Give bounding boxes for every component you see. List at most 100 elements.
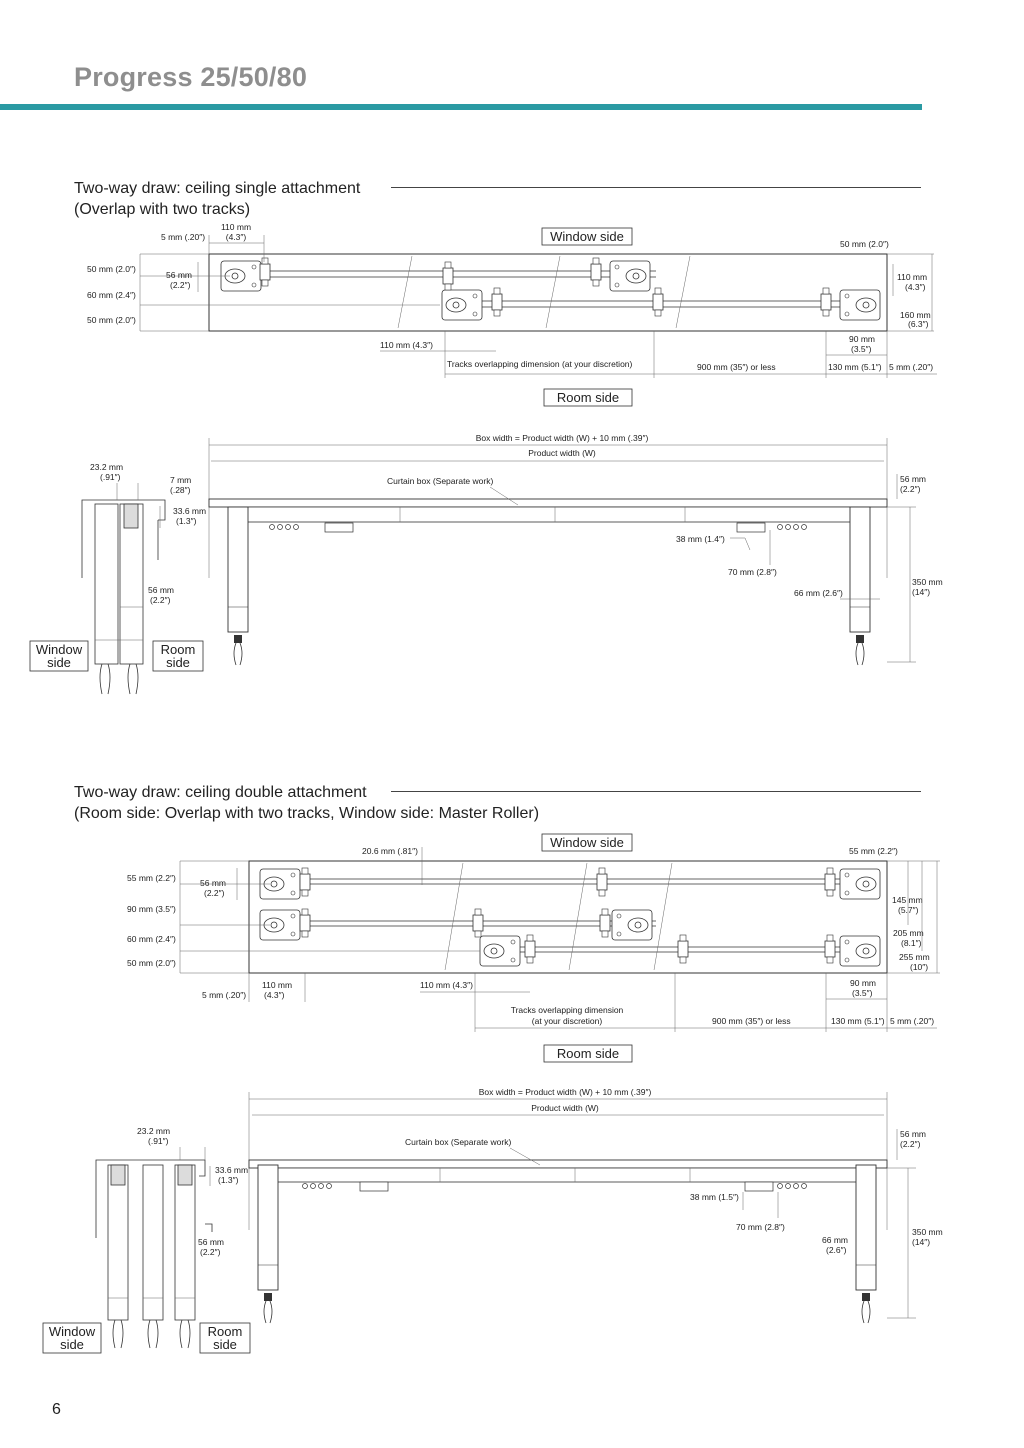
svg-text:5 mm (.20″): 5 mm (.20″) [889,362,933,372]
svg-text:55 mm (2.2″): 55 mm (2.2″) [849,846,898,856]
svg-text:(4.3″): (4.3″) [264,990,285,1000]
svg-text:(14″): (14″) [912,587,930,597]
svg-text:900 mm (35″) or less: 900 mm (35″) or less [712,1016,791,1026]
svg-text:110 mm (4.3″): 110 mm (4.3″) [380,340,433,350]
room-side-box-2: Room side [199,1322,251,1354]
svg-text:(5.7″): (5.7″) [898,905,919,915]
svg-text:38 mm (1.4″): 38 mm (1.4″) [676,534,725,544]
svg-text:(.28″): (.28″) [170,485,191,495]
svg-text:Tracks overlapping dimension: Tracks overlapping dimension [511,1005,624,1015]
svg-text:110 mm: 110 mm [262,980,292,990]
svg-text:(10″): (10″) [910,962,928,972]
svg-text:205 mm: 205 mm [893,928,924,938]
svg-text:Curtain box (Separate work): Curtain box (Separate work) [405,1137,511,1147]
svg-text:56 mm: 56 mm [166,270,192,280]
svg-text:(3.5″): (3.5″) [851,344,872,354]
svg-text:23.2 mm: 23.2 mm [90,462,123,472]
svg-text:255 mm: 255 mm [899,952,930,962]
svg-text:(2.2″): (2.2″) [200,1247,221,1257]
curtain-box-outline-2 [248,860,888,974]
room-side-box: Room side [152,640,204,672]
svg-text:(8.1″): (8.1″) [901,938,922,948]
svg-text:Window side: Window side [550,229,624,244]
section-1-top-view: Window side Room side 5 mm (.20″) 110 mm… [87,222,937,407]
window-side-label: Window side [541,227,633,246]
svg-text:60 mm (2.4″): 60 mm (2.4″) [87,290,136,300]
svg-text:350 mm: 350 mm [912,1227,943,1237]
svg-text:Box width = Product width (W): Box width = Product width (W) + 10 mm (.… [479,1087,652,1097]
svg-text:Product width (W): Product width (W) [528,448,596,458]
svg-text:(2.2″): (2.2″) [170,280,191,290]
svg-text:(.91″): (.91″) [100,472,121,482]
svg-text:90 mm: 90 mm [850,978,876,988]
svg-text:(2.2″): (2.2″) [150,595,171,605]
svg-text:160 mm: 160 mm [900,310,931,320]
svg-text:Box width = Product width (W): Box width = Product width (W) + 10 mm (.… [476,433,649,443]
header-rule [0,104,922,110]
svg-text:66 mm (2.6″): 66 mm (2.6″) [794,588,843,598]
svg-text:60 mm (2.4″): 60 mm (2.4″) [127,934,176,944]
svg-text:145 mm: 145 mm [892,895,923,905]
svg-text:5 mm (.20″): 5 mm (.20″) [161,232,205,242]
svg-text:Window: Window [49,1324,96,1339]
section-1-rule [391,187,921,188]
window-side-label-2: Window side [541,833,633,852]
section-1-title: Two-way draw: ceiling single attachment [74,180,361,197]
curtain-box [208,498,888,508]
section-1-subtitle: (Overlap with two tracks) [74,201,251,218]
svg-text:50 mm (2.0″): 50 mm (2.0″) [840,239,889,249]
svg-text:110 mm: 110 mm [221,222,251,232]
window-side-box: Window side [29,640,89,672]
section-2-top-view: Window side Room side 20.6 mm (.81″) 55 … [127,833,940,1063]
svg-text:7 mm: 7 mm [170,475,191,485]
svg-text:side: side [60,1337,84,1352]
svg-text:50 mm (2.0″): 50 mm (2.0″) [127,958,176,968]
svg-text:90 mm: 90 mm [849,334,875,344]
page-title: Progress 25/50/80 [74,62,308,92]
svg-text:Tracks overlapping dimension (: Tracks overlapping dimension (at your di… [447,359,633,369]
svg-text:Curtain box (Separate work): Curtain box (Separate work) [387,476,493,486]
svg-text:side: side [213,1337,237,1352]
svg-text:50 mm (2.0″): 50 mm (2.0″) [87,264,136,274]
curtain-box-2 [248,1159,888,1169]
section-2-rule [391,791,921,792]
svg-text:56 mm: 56 mm [198,1237,224,1247]
page-number: 6 [52,1401,61,1418]
svg-text:130 mm (5.1″): 130 mm (5.1″) [828,362,882,372]
svg-text:(4.3″): (4.3″) [226,232,247,242]
svg-text:Product width (W): Product width (W) [531,1103,599,1113]
svg-text:(2.2″): (2.2″) [204,888,225,898]
svg-text:23.2 mm: 23.2 mm [137,1126,170,1136]
svg-text:side: side [166,655,190,670]
svg-text:(2.2″): (2.2″) [900,484,921,494]
room-side-label-2: Room side [543,1044,633,1063]
svg-text:70 mm (2.8″): 70 mm (2.8″) [728,567,777,577]
section-2-subtitle: (Room side: Overlap with two tracks, Win… [74,805,540,822]
svg-text:Room: Room [208,1324,243,1339]
svg-text:(2.2″): (2.2″) [900,1139,921,1149]
svg-text:(1.3″): (1.3″) [176,516,197,526]
svg-text:70 mm (2.8″): 70 mm (2.8″) [736,1222,785,1232]
svg-text:(1.3″): (1.3″) [218,1175,239,1185]
svg-text:(6.3″): (6.3″) [908,319,929,329]
svg-text:130 mm (5.1″): 130 mm (5.1″) [831,1016,885,1026]
svg-text:110 mm (4.3″): 110 mm (4.3″) [420,980,473,990]
section-1-front-view: Box width = Product width (W) + 10 mm (.… [29,433,943,695]
svg-text:Room side: Room side [557,1046,619,1061]
svg-text:66 mm: 66 mm [822,1235,848,1245]
svg-text:20.6 mm (.81″): 20.6 mm (.81″) [362,846,418,856]
svg-text:38 mm (1.5″): 38 mm (1.5″) [690,1192,739,1202]
svg-text:side: side [47,655,71,670]
svg-text:90 mm (3.5″): 90 mm (3.5″) [127,904,176,914]
svg-text:56 mm: 56 mm [148,585,174,595]
svg-text:(2.6″): (2.6″) [826,1245,847,1255]
curtain-box-outline [208,253,888,332]
svg-text:33.6 mm: 33.6 mm [173,506,206,516]
svg-text:Window: Window [36,642,83,657]
svg-text:56 mm: 56 mm [900,474,926,484]
window-side-box-2: Window side [42,1322,102,1354]
svg-text:Window side: Window side [550,835,624,850]
svg-text:5 mm (.20″): 5 mm (.20″) [202,990,246,1000]
svg-text:33.6 mm: 33.6 mm [215,1165,248,1175]
